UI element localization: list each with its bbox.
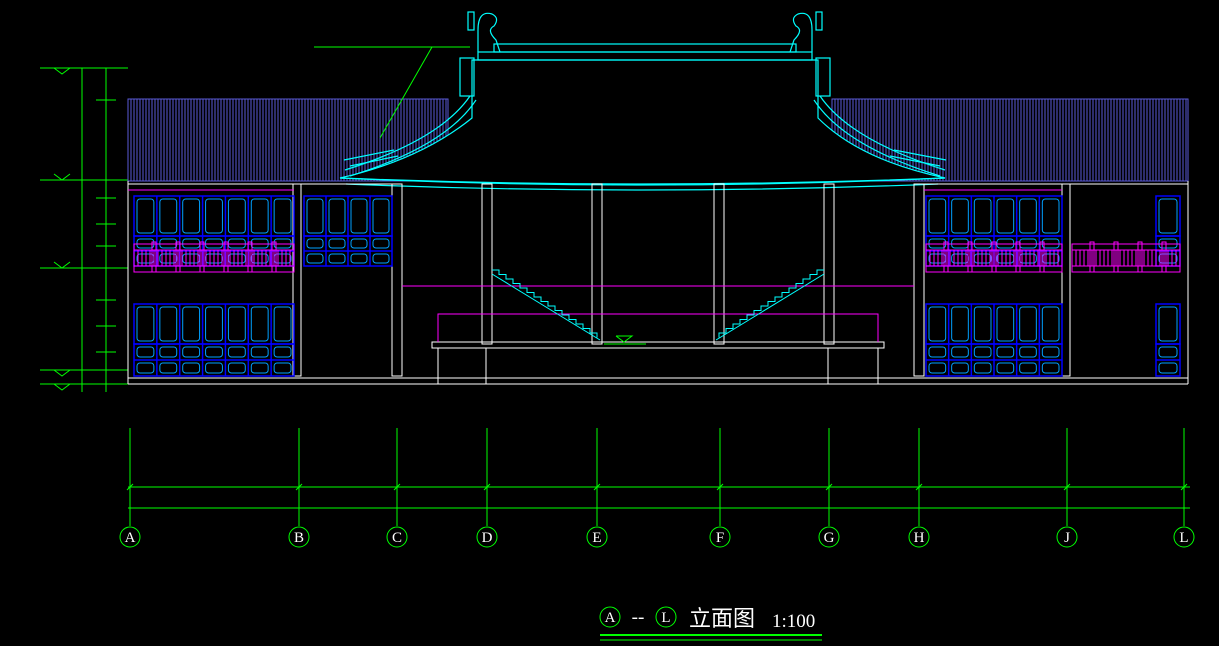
annotation-leaders [314, 46, 470, 139]
axis-label-b: B [294, 530, 304, 546]
axis-bubble-b [288, 526, 310, 548]
title-axis-to-bubble [655, 606, 677, 628]
central-frame [128, 189, 1062, 342]
axis-bubble-j [1056, 526, 1078, 548]
right-ridge-ornament [789, 12, 813, 53]
axis-bubble-d [476, 526, 498, 548]
axis-label-j: J [1064, 530, 1070, 546]
axis-bubble-g [818, 526, 840, 548]
axis-label-g: G [824, 530, 835, 546]
axis-label-e: E [592, 530, 601, 546]
left-ridge-ornament [477, 12, 501, 53]
right-stair [715, 269, 825, 341]
axis-label-f: F [716, 530, 724, 546]
axis-bubble-l [1173, 526, 1195, 548]
title-axis-from-bubble [599, 606, 621, 628]
axis-bubble-h [908, 526, 930, 548]
axis-label-c: C [392, 530, 402, 546]
left-stair [491, 269, 601, 341]
axis-bubble-e [586, 526, 608, 548]
axis-label-a: A [125, 530, 136, 546]
title-name: 立面图 [689, 607, 755, 632]
level-marker [604, 335, 646, 345]
title-axis-from: A [605, 610, 616, 626]
axis-label-l: L [1179, 530, 1188, 546]
axis-label-d: D [482, 530, 493, 546]
title-separator: -- [632, 607, 645, 628]
axis-bubble-c [386, 526, 408, 548]
balcony-railings [133, 241, 1181, 273]
building-outline [127, 181, 1189, 385]
axis-bubble-a [119, 526, 141, 548]
title-axis-to: L [661, 610, 670, 626]
central-pavilion-roof [339, 11, 947, 191]
axis-label-h: H [914, 530, 925, 546]
title-scale: 1:100 [772, 611, 815, 632]
axis-bubble-f [709, 526, 731, 548]
vertical-dimension-chain [40, 67, 128, 392]
drawing-title: A -- L 立面图 1:100 [599, 606, 822, 641]
